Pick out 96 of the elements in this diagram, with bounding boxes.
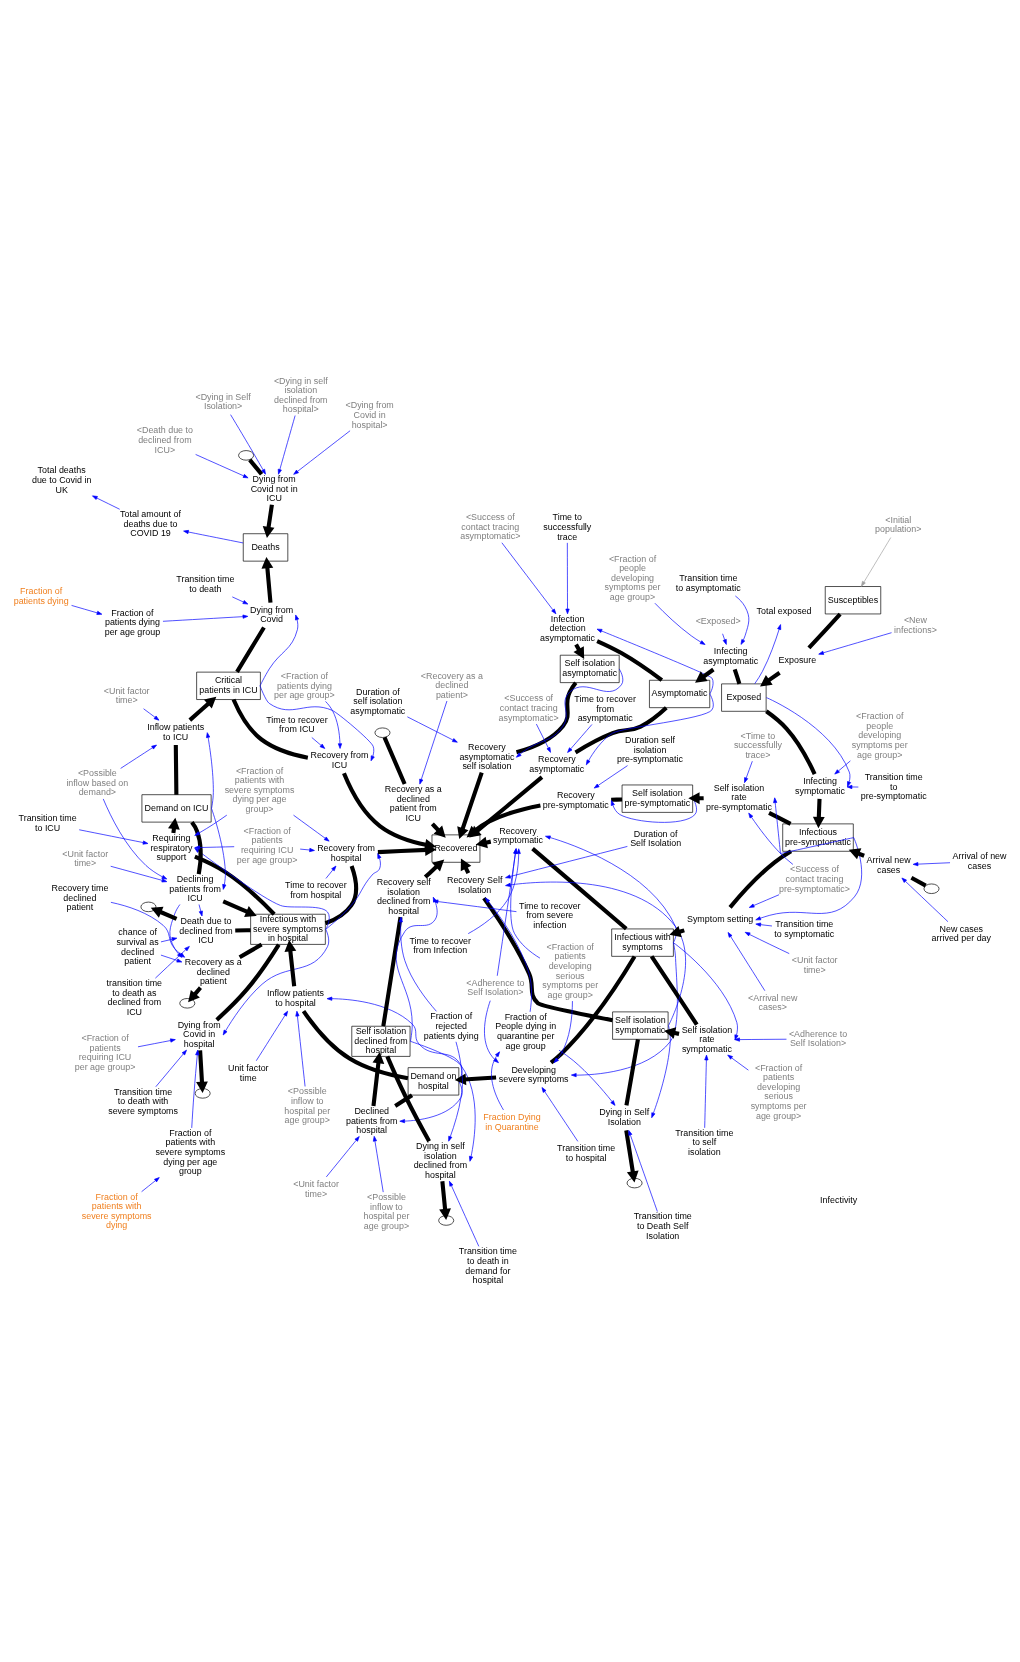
node-text: Fraction of patients dying xyxy=(13,586,69,606)
node-text: Infecting asymptomatic xyxy=(703,646,759,667)
node-text: Fraction of patients dying per age group xyxy=(104,607,161,638)
node-text: Fraction of patients with severe symptoms dying xyxy=(81,1191,152,1231)
node-text: Dying from Covid not in ICU xyxy=(250,474,298,504)
node-text: Total amount of deaths due to COVID 19 xyxy=(120,509,181,539)
node-text: <Success of contact tracing asymptomatic> xyxy=(498,693,559,723)
node-text: <Fraction of patients developing serious symptoms per age group> xyxy=(750,1062,807,1121)
node-text: Dying in self isolation declined from hospital xyxy=(413,1141,468,1180)
node-text: chance of survival as declined patient xyxy=(116,927,159,967)
node-text: Transition time to death with severe symptoms xyxy=(108,1086,178,1116)
node-text: Requiring respiratory support xyxy=(150,832,193,863)
node-text: Fraction of rejected patients dying xyxy=(423,1011,479,1041)
node-text: Transition time to hospital xyxy=(557,1143,616,1163)
node-text: Recovery self isolation declined from hospital xyxy=(376,877,431,916)
node-text: Exposure xyxy=(778,654,817,665)
node-text: <Initial population> xyxy=(875,514,922,535)
node-text: Recovery symptomatic xyxy=(493,825,544,846)
node-text: Infecting symptomatic xyxy=(795,776,846,796)
node-text: <Unit factor time> xyxy=(293,1178,340,1199)
node-text: Transition time to pre-symptomatic xyxy=(860,772,927,802)
node-text: <Adherence to Self Isolation> xyxy=(788,1028,848,1049)
node-text: Death due to declined from ICU xyxy=(179,915,233,946)
node-text: Recovery asymptomatic self isolation xyxy=(459,741,515,772)
node-text: Declined patients from hospital xyxy=(345,1105,398,1136)
node-text: Arrival of new cases xyxy=(952,850,1007,871)
node-text: Symptom setting xyxy=(686,914,754,925)
node-text: Transition time to asymptomatic xyxy=(675,573,741,593)
node-text: Fraction Dying in Quarantine xyxy=(483,1111,541,1132)
node-text: Arrival new cases xyxy=(866,854,911,875)
node-text: <Fraction of patients dying per age group> xyxy=(274,670,335,701)
node-text: Time to recover from asymptomatic xyxy=(574,694,636,724)
node-text: Transition time to Death Self Isolation xyxy=(633,1211,692,1241)
node-text: Recovery Self Isolation xyxy=(446,875,503,895)
node-text: Recovery pre-symptomatic xyxy=(542,790,609,810)
node-text: Total exposed xyxy=(756,606,812,617)
node-text: <Recovery as a declined patient> xyxy=(420,670,483,700)
node-text: Recovery asymptomatic xyxy=(529,754,585,774)
label: Infectivity xyxy=(820,1194,858,1205)
node-text: Transition time to death xyxy=(176,574,235,594)
node-text: Duration of self isolation asymptomatic xyxy=(350,686,406,716)
node-text: <Fraction of people developing symptoms per age group> xyxy=(851,711,908,760)
node-text: Declining patients from ICU xyxy=(169,874,221,904)
node-text: <Fraction of patients requiring ICU per age group> xyxy=(236,825,298,865)
node-text: <Possible inflow to hospital per age group> xyxy=(284,1086,331,1126)
node-text: Dying in Self Isolation xyxy=(599,1107,650,1127)
node-text: <Dying in self isolation declined from hospital> xyxy=(273,375,328,415)
node-text: Time to recover from ICU xyxy=(266,714,328,735)
node-text: transition time to death as declined from ICU xyxy=(106,978,163,1017)
node-text: Fraction of patients with severe symptoms dying per age group xyxy=(155,1127,226,1177)
node-text: <Time to successfully trace> xyxy=(733,730,782,760)
node-text: <Unit factor time> xyxy=(62,848,109,869)
node-text: <Fraction of patients with severe symptoms dying per age group> xyxy=(224,765,295,814)
node-text: <Fraction of patients developing serious symptoms per age group> xyxy=(542,941,599,1000)
node-text: <Success of contact tracing pre-symptomatic> xyxy=(778,864,851,894)
node-text: <Arrival new cases> xyxy=(748,992,798,1013)
node-text: Time to recover from Infection xyxy=(409,935,472,956)
node-text: Dying from Covid in hospital xyxy=(177,1019,221,1049)
node-text: Transition time to symptomatic xyxy=(774,919,835,939)
node-text: Total deaths due to Covid in UK xyxy=(31,465,92,495)
node-text: <Dying in Self Isolation> xyxy=(195,391,251,412)
node-text: <Death due to declined from ICU> xyxy=(136,425,194,455)
node-text: <Success of contact tracing asymptomatic> xyxy=(460,512,521,542)
node-text: Time to recover from severe infection xyxy=(519,900,581,930)
node-text: Self isolation rate pre-symptomatic xyxy=(706,782,772,812)
node-text: <Adherence to Self Isolation> xyxy=(466,977,525,998)
node-text: <Dying from Covid in hospital> xyxy=(345,400,394,430)
node-text: Recovery from hospital xyxy=(317,843,376,863)
node-text: Fraction of People dying in quarantine per age group xyxy=(495,1011,557,1051)
node-text: Inflow patients to ICU xyxy=(147,722,205,742)
node-text: Duration of Self Isolation xyxy=(630,828,682,849)
node-text: Transition time to self isolation xyxy=(675,1127,734,1157)
node-text: Unit factor time xyxy=(227,1062,269,1083)
node-text: Self isolation rate symptomatic xyxy=(681,1024,733,1054)
node-text: New cases arrived per day xyxy=(931,923,991,944)
node-text: <Fraction of patients requiring ICU per age group> xyxy=(74,1033,136,1072)
node-text: Dying from Covid xyxy=(250,604,294,625)
node-text: Transition time to death in demand for hospital xyxy=(458,1246,517,1286)
node-text: <Unit factor time> xyxy=(103,685,150,706)
node-text: Infection detection asymptomatic xyxy=(540,613,596,644)
node-text: <Possible inflow to hospital per age group> xyxy=(363,1191,410,1231)
node-text: Transition time to ICU xyxy=(18,812,77,833)
node-text: <Possible inflow based on demand> xyxy=(66,768,129,798)
node-text: Recovery as a declined patient from ICU xyxy=(384,783,442,823)
node-text: <Exposed> xyxy=(695,615,741,626)
node-text: Recovery as a declined patient xyxy=(184,957,242,987)
node-text: <Fraction of people developing symptoms per age group> xyxy=(604,553,661,602)
node-text: Time to recover from hospital xyxy=(285,880,347,901)
node-text: Time to successfully trace xyxy=(543,512,592,542)
node-text: Developing severe symptoms xyxy=(498,1064,569,1085)
node-text: <New infections> xyxy=(894,615,937,635)
node-text: Duration self isolation pre-symptomatic xyxy=(617,735,683,765)
node-text: Inflow patients to hospital xyxy=(267,988,324,1008)
node-text: Recovery from ICU xyxy=(310,750,369,770)
node-text: Recovery time declined patient xyxy=(51,882,109,913)
node-text: <Unit factor time> xyxy=(791,955,838,975)
